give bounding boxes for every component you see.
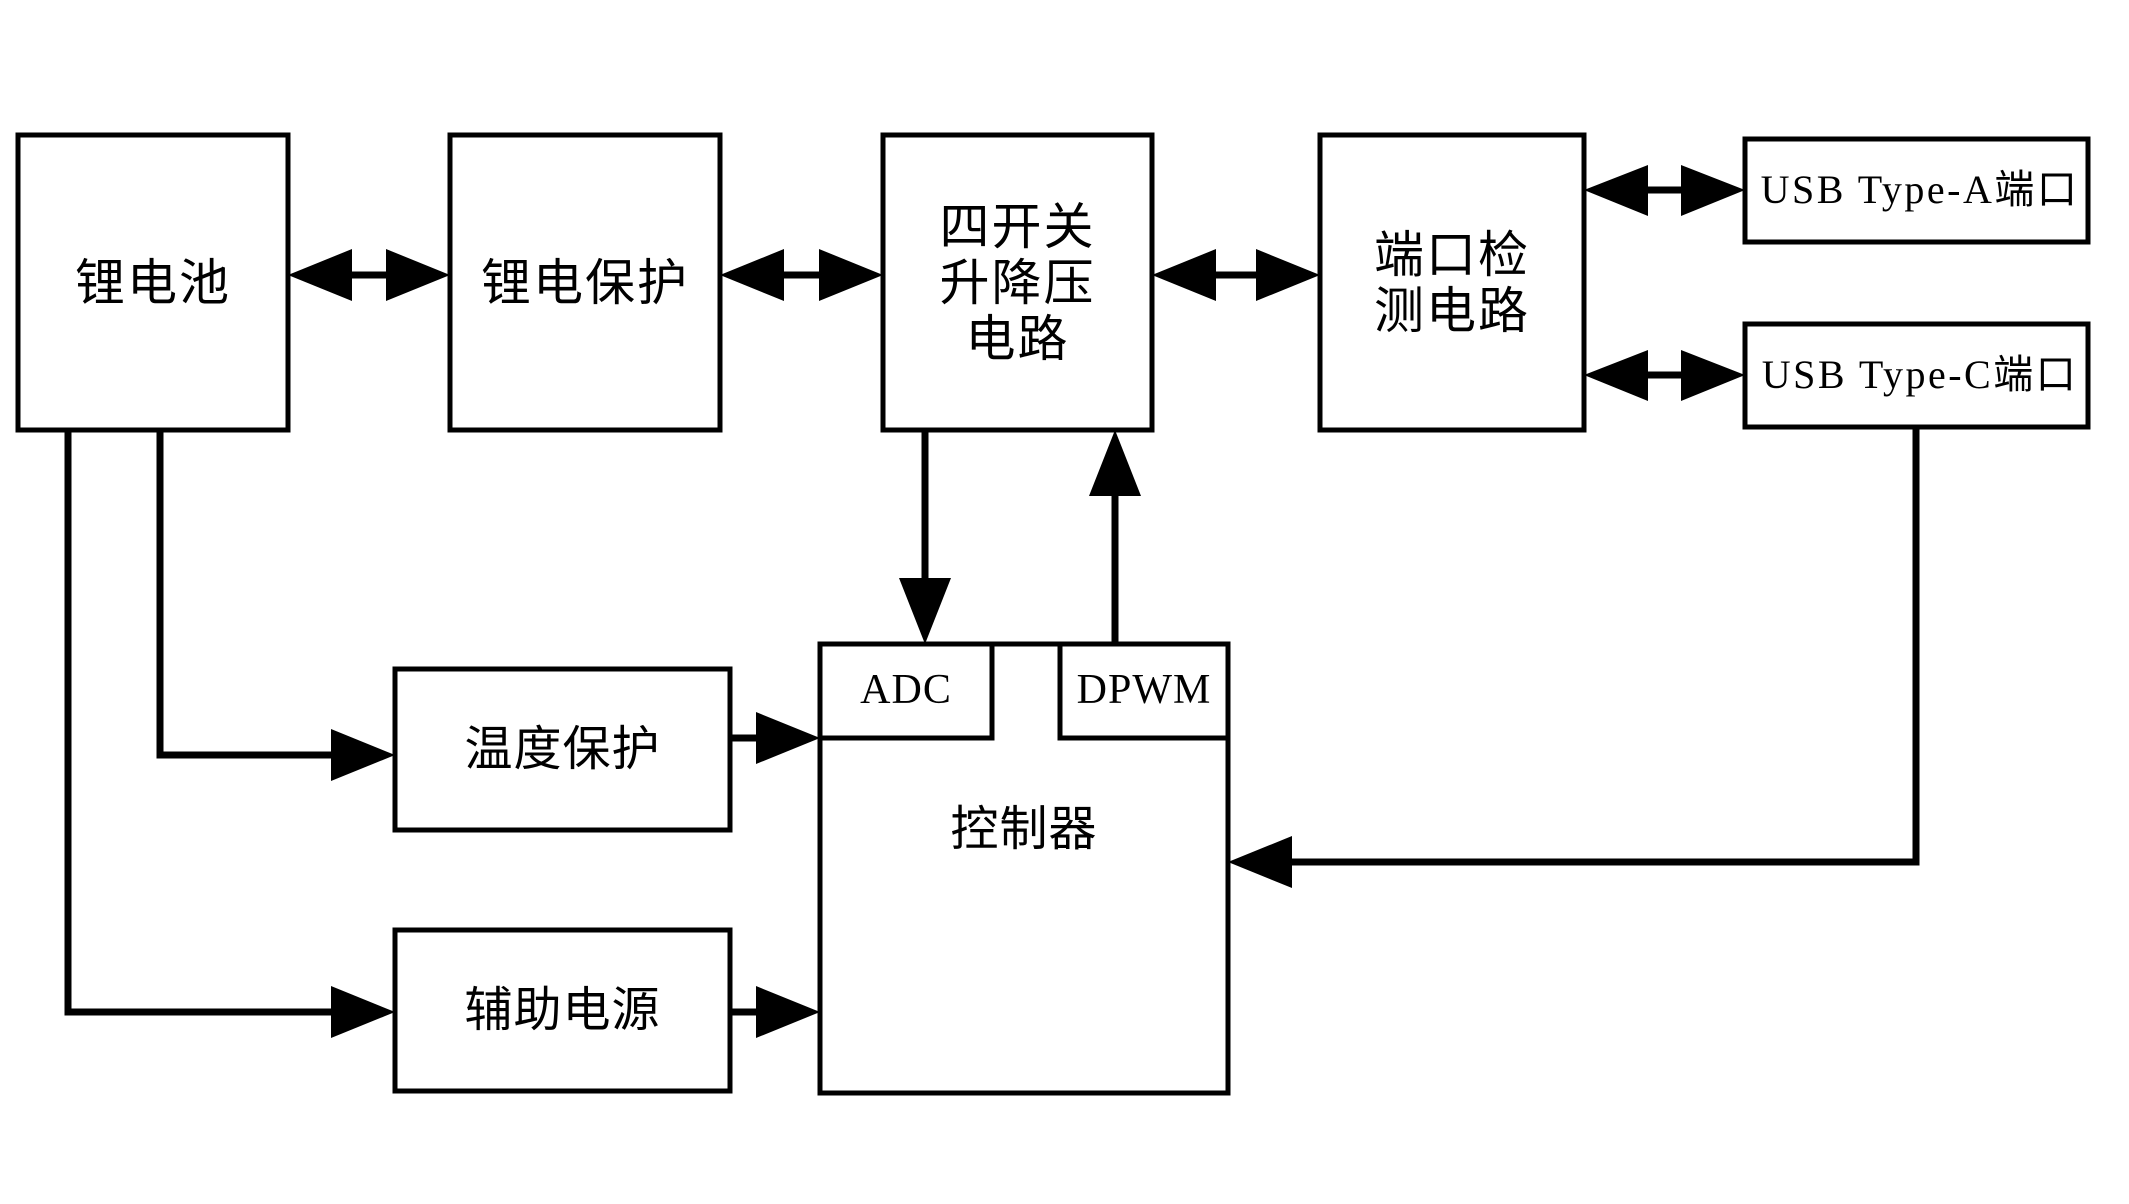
connector-dpwm-to-buck-boost xyxy=(1089,430,1141,644)
arrow-head-left xyxy=(288,249,352,301)
connector-temp-protection-to-adc xyxy=(730,712,820,764)
node-aux-power[interactable] xyxy=(392,927,733,1094)
arrow-head-right xyxy=(1681,350,1745,401)
connector-battery-to-temp-protection xyxy=(156,430,395,781)
node-battery-protection[interactable] xyxy=(447,132,723,433)
connector-battery-protection-to-buck-boost xyxy=(720,249,883,301)
node-usb-type-c[interactable] xyxy=(1742,321,2091,430)
arrow-head-right xyxy=(1256,249,1320,301)
arrow-head xyxy=(756,986,820,1038)
arrow-head xyxy=(331,986,395,1038)
connector-buck-boost-to-adc xyxy=(899,430,951,644)
arrow-head xyxy=(1228,836,1292,888)
arrow-head-left xyxy=(720,249,784,301)
connector-battery-to-battery-protection xyxy=(288,249,450,301)
node-usb-type-a[interactable] xyxy=(1742,136,2091,245)
arrow-head xyxy=(899,578,951,644)
node-port-detect[interactable] xyxy=(1317,132,1587,433)
arrow-head-left xyxy=(1584,165,1648,216)
node-temp-protection[interactable] xyxy=(392,666,733,833)
arrow-head-right xyxy=(386,249,450,301)
arrow-head-right xyxy=(1681,165,1745,216)
arrow-head xyxy=(331,729,395,781)
arrow-head xyxy=(1089,430,1141,496)
arrow-head-left xyxy=(1152,249,1216,301)
connector-port-detect-to-usb-type-a xyxy=(1584,165,1745,216)
connector-port-detect-to-usb-type-c xyxy=(1584,350,1745,401)
connector-battery-to-aux-power xyxy=(64,430,395,1038)
node-adc[interactable] xyxy=(817,641,995,741)
connector-usb-type-c-to-controller xyxy=(1228,427,1920,888)
connector-buck-boost-to-port-detect xyxy=(1152,249,1320,301)
arrow-head-left xyxy=(1584,350,1648,401)
arrow-head-right xyxy=(819,249,883,301)
node-battery[interactable] xyxy=(15,132,291,433)
arrow-head xyxy=(756,712,820,764)
node-buck-boost[interactable] xyxy=(880,132,1155,433)
node-dpwm[interactable] xyxy=(1057,641,1231,741)
connector-aux-power-to-controller xyxy=(730,986,820,1038)
